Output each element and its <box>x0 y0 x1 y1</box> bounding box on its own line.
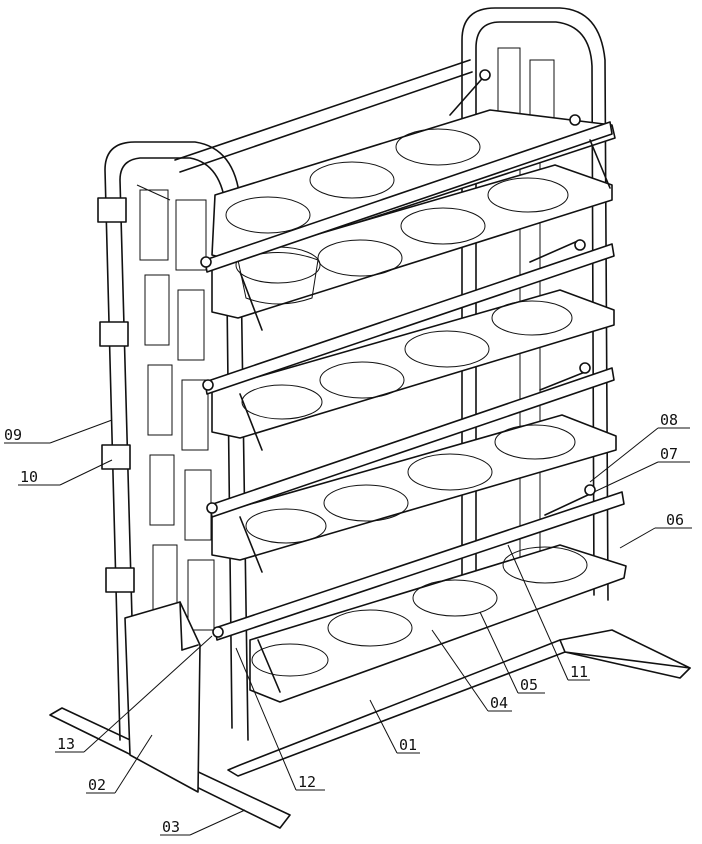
label-06: 06 <box>666 511 684 529</box>
leader-lines <box>4 419 692 836</box>
label-04: 04 <box>490 694 508 712</box>
tray-4 <box>211 414 617 561</box>
label-12: 12 <box>298 773 316 791</box>
label-07: 07 <box>660 445 678 463</box>
top-rails <box>174 59 473 173</box>
label-03: 03 <box>162 818 180 836</box>
base-foot-rear <box>227 629 691 777</box>
label-13: 13 <box>57 735 75 753</box>
motor-box <box>124 601 201 793</box>
frame-clamps <box>97 197 135 593</box>
label-11: 11 <box>570 663 588 681</box>
label-09: 09 <box>4 426 22 444</box>
part-labels: 09 10 08 07 06 11 05 04 01 12 13 02 03 <box>4 411 684 836</box>
cross-bars <box>204 121 625 641</box>
label-02: 02 <box>88 776 106 794</box>
label-08: 08 <box>660 411 678 429</box>
tray-5 <box>249 544 627 703</box>
label-10: 10 <box>20 468 38 486</box>
label-01: 01 <box>399 736 417 754</box>
label-05: 05 <box>520 676 538 694</box>
tray-3 <box>211 289 615 439</box>
